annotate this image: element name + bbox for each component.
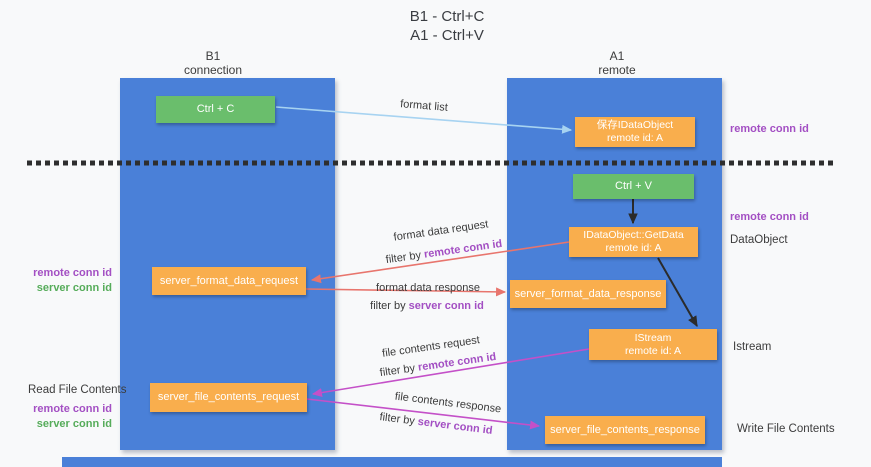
diagram-title: B1 - Ctrl+C A1 - Ctrl+V <box>410 7 485 45</box>
format-data-response-text: format data response <box>376 282 480 294</box>
node-ctrl-v: Ctrl + V <box>573 174 694 199</box>
lane-header-b1: B1 connection <box>184 49 242 77</box>
annotation-remote-conn-id-left2: remote conn id <box>33 403 112 415</box>
node-server-file-contents-response-label: server_file_contents_response <box>550 423 700 436</box>
arrow-format-data-response <box>305 287 507 297</box>
annotation-dataobject: DataObject <box>730 234 788 246</box>
node-server-file-contents-request: server_file_contents_request <box>150 383 307 412</box>
annotation-remote-conn-id-left: remote conn id <box>33 267 112 279</box>
node-ctrl-c: Ctrl + C <box>156 96 275 123</box>
transport-bar <box>62 457 722 467</box>
node-store-idataobject-line1: 保存IDataObject <box>596 119 674 131</box>
server-conn-id-text: server conn id <box>408 300 484 312</box>
edge-label-filter-server-1: filter by server conn id <box>370 300 484 312</box>
annotation-istream: Istream <box>733 341 772 353</box>
lane-header-a1: A1 remote <box>598 49 635 77</box>
node-istream-line2: remote id: A <box>624 344 682 357</box>
node-getdata-line2: remote id: A <box>605 242 662 254</box>
annotation-left-conn-ids-bottom: remote conn id server conn id <box>20 402 112 432</box>
filter-by-text: filter by <box>370 300 409 312</box>
lane-a1-subtitle: remote <box>598 63 636 77</box>
arrow-file-contents-request <box>311 348 590 397</box>
lane-b1-title: B1 <box>205 49 221 63</box>
annotation-server-conn-id-left: server conn id <box>36 282 112 294</box>
annotation-read-file-contents: Read File Contents <box>28 384 127 396</box>
node-server-format-data-request: server_format_data_request <box>152 267 306 295</box>
node-server-file-contents-response: server_file_contents_response <box>545 416 705 444</box>
annotation-write-file-contents: Write File Contents <box>737 423 835 435</box>
node-store-idataobject: 保存IDataObject remote id: A <box>575 117 695 147</box>
node-istream: IStream remote id: A <box>589 329 717 360</box>
node-getdata-line1: IDataObject::GetData <box>583 229 684 241</box>
edge-label-format-data-response: format data response <box>376 282 480 294</box>
annotation-server-conn-id-left2: server conn id <box>36 418 112 430</box>
annotation-remote-conn-id-mid: remote conn id <box>730 211 809 223</box>
node-store-idataobject-line2: remote id: A <box>606 132 664 144</box>
node-server-format-data-response: server_format_data_response <box>510 280 666 308</box>
title-line-2: A1 - Ctrl+V <box>410 27 484 44</box>
node-server-file-contents-request-label: server_file_contents_request <box>157 391 300 403</box>
lane-b1-subtitle: connection <box>183 63 243 77</box>
annotation-left-conn-ids-top: remote conn id server conn id <box>20 266 112 296</box>
node-idataobject-getdata: IDataObject::GetData remote id: A <box>569 227 698 257</box>
arrow-format-list <box>275 106 573 134</box>
node-server-format-data-request-label: server_format_data_request <box>159 274 299 287</box>
node-server-format-data-response-label: server_format_data_response <box>514 287 662 300</box>
annotation-remote-conn-id-top: remote conn id <box>730 123 809 135</box>
title-line-1: B1 - Ctrl+C <box>409 8 485 25</box>
node-istream-line1: IStream <box>634 331 672 344</box>
node-ctrl-v-label: Ctrl + V <box>615 180 652 192</box>
arrow-getdata-to-istream <box>657 257 698 328</box>
arrow-format-data-request <box>310 241 570 284</box>
arrow-file-contents-response <box>306 398 541 430</box>
lane-a1-title: A1 <box>609 49 625 63</box>
node-ctrl-c-label: Ctrl + C <box>196 103 235 115</box>
